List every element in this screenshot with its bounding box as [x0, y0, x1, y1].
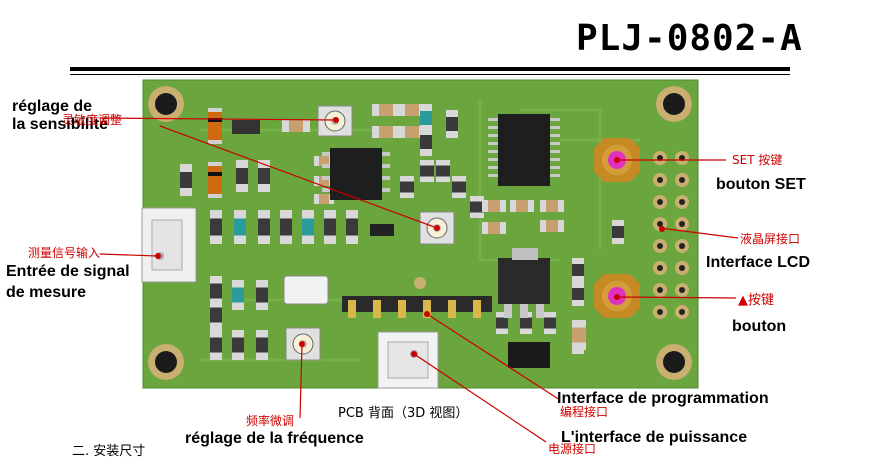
lcd-header [653, 151, 689, 319]
diode [208, 108, 222, 144]
smd-components [180, 104, 624, 360]
pcb-caption: PCB 背面（3D 视图） [338, 406, 469, 421]
lcd-label-fr: Interface LCD [706, 254, 811, 271]
leader-lines [99, 117, 739, 443]
power-label-cn: 电源接口 [548, 442, 597, 456]
sensitivity-label-cn: 灵敏度调整 [62, 113, 123, 127]
smd-component [372, 104, 400, 116]
diode [208, 162, 222, 198]
smd-component [544, 312, 556, 334]
smd-component [510, 200, 534, 212]
smd-component [540, 220, 564, 232]
smd-component [346, 210, 358, 244]
smd-component [398, 126, 426, 138]
input-label-fr: Entrée de signal de mesure [6, 263, 130, 301]
power-connector [377, 331, 439, 389]
smd-component [446, 110, 458, 138]
smd-component [256, 330, 268, 360]
smd-component [210, 300, 222, 330]
title-rule [70, 67, 790, 71]
signal-input-connector [141, 207, 197, 283]
smd-component [236, 160, 248, 192]
smd-component [258, 210, 270, 244]
smd-component [314, 194, 334, 204]
smd-component [372, 126, 400, 138]
opamp-chip [322, 148, 390, 200]
up-button-label-fr: bouton [732, 318, 787, 335]
set-label-cn: SET 按键 [732, 153, 783, 167]
input-label-cn: 测量信号输入 [28, 246, 101, 260]
smd-component [256, 280, 268, 310]
smd-component [180, 164, 192, 196]
smd-component [482, 222, 506, 234]
up-button-label-cn: ▲按键 [738, 293, 774, 308]
smd-component [482, 200, 506, 212]
voltage-regulator [498, 248, 550, 318]
smd-component [210, 276, 222, 306]
crystal [283, 275, 329, 305]
smd-component [420, 104, 432, 132]
title-rule-thin [70, 74, 790, 75]
smd-component [398, 104, 426, 116]
sensitivity-label-fr: réglage de la sensibilité [12, 98, 109, 133]
smd-component [436, 160, 450, 182]
smd-component [470, 196, 484, 218]
programming-label-cn: 编程接口 [560, 405, 609, 419]
smd-component [420, 128, 432, 156]
smd-component [420, 160, 434, 182]
smd-component [280, 210, 292, 244]
smd-component [400, 176, 414, 198]
smd-component [302, 210, 314, 244]
smd-component [234, 210, 246, 244]
smd-component [452, 176, 466, 198]
mounting-hole [148, 86, 184, 122]
page-title: PLJ-0802-A [576, 18, 803, 59]
programming-header [342, 296, 492, 318]
smd-component [324, 210, 336, 244]
smd-component [572, 282, 584, 306]
set-label-fr: bouton SET [716, 176, 806, 193]
power-diode [508, 342, 550, 368]
transistor [232, 120, 260, 134]
test-point [414, 277, 426, 289]
power-label-fr: L'interface de puissance [561, 429, 748, 446]
smd-component [232, 330, 244, 360]
smd-component [314, 156, 334, 166]
smd-component [572, 320, 586, 350]
lcd-label-cn: 液晶屏接口 [740, 232, 801, 246]
smd-component [210, 330, 222, 360]
smd-component [540, 200, 564, 212]
smd-component [258, 160, 270, 192]
microcontroller-chip [488, 114, 560, 186]
mounting-hole [148, 344, 184, 380]
smd-component [314, 176, 334, 186]
smd-component [210, 210, 222, 244]
frequency-label-fr: réglage de la fréquence [185, 430, 364, 447]
install-dimensions-heading: 二. 安装尺寸 [72, 444, 146, 459]
leader-dots [155, 117, 665, 357]
smd-component [282, 120, 310, 132]
programming-label-fr: Interface de programmation [557, 390, 769, 407]
mounting-hole [656, 344, 692, 380]
smd-component [232, 280, 244, 310]
transistor [370, 224, 394, 236]
mounting-hole [656, 86, 692, 122]
smd-component [572, 258, 584, 282]
frequency-label-cn: 频率微调 [246, 414, 295, 428]
smd-component [612, 220, 624, 244]
